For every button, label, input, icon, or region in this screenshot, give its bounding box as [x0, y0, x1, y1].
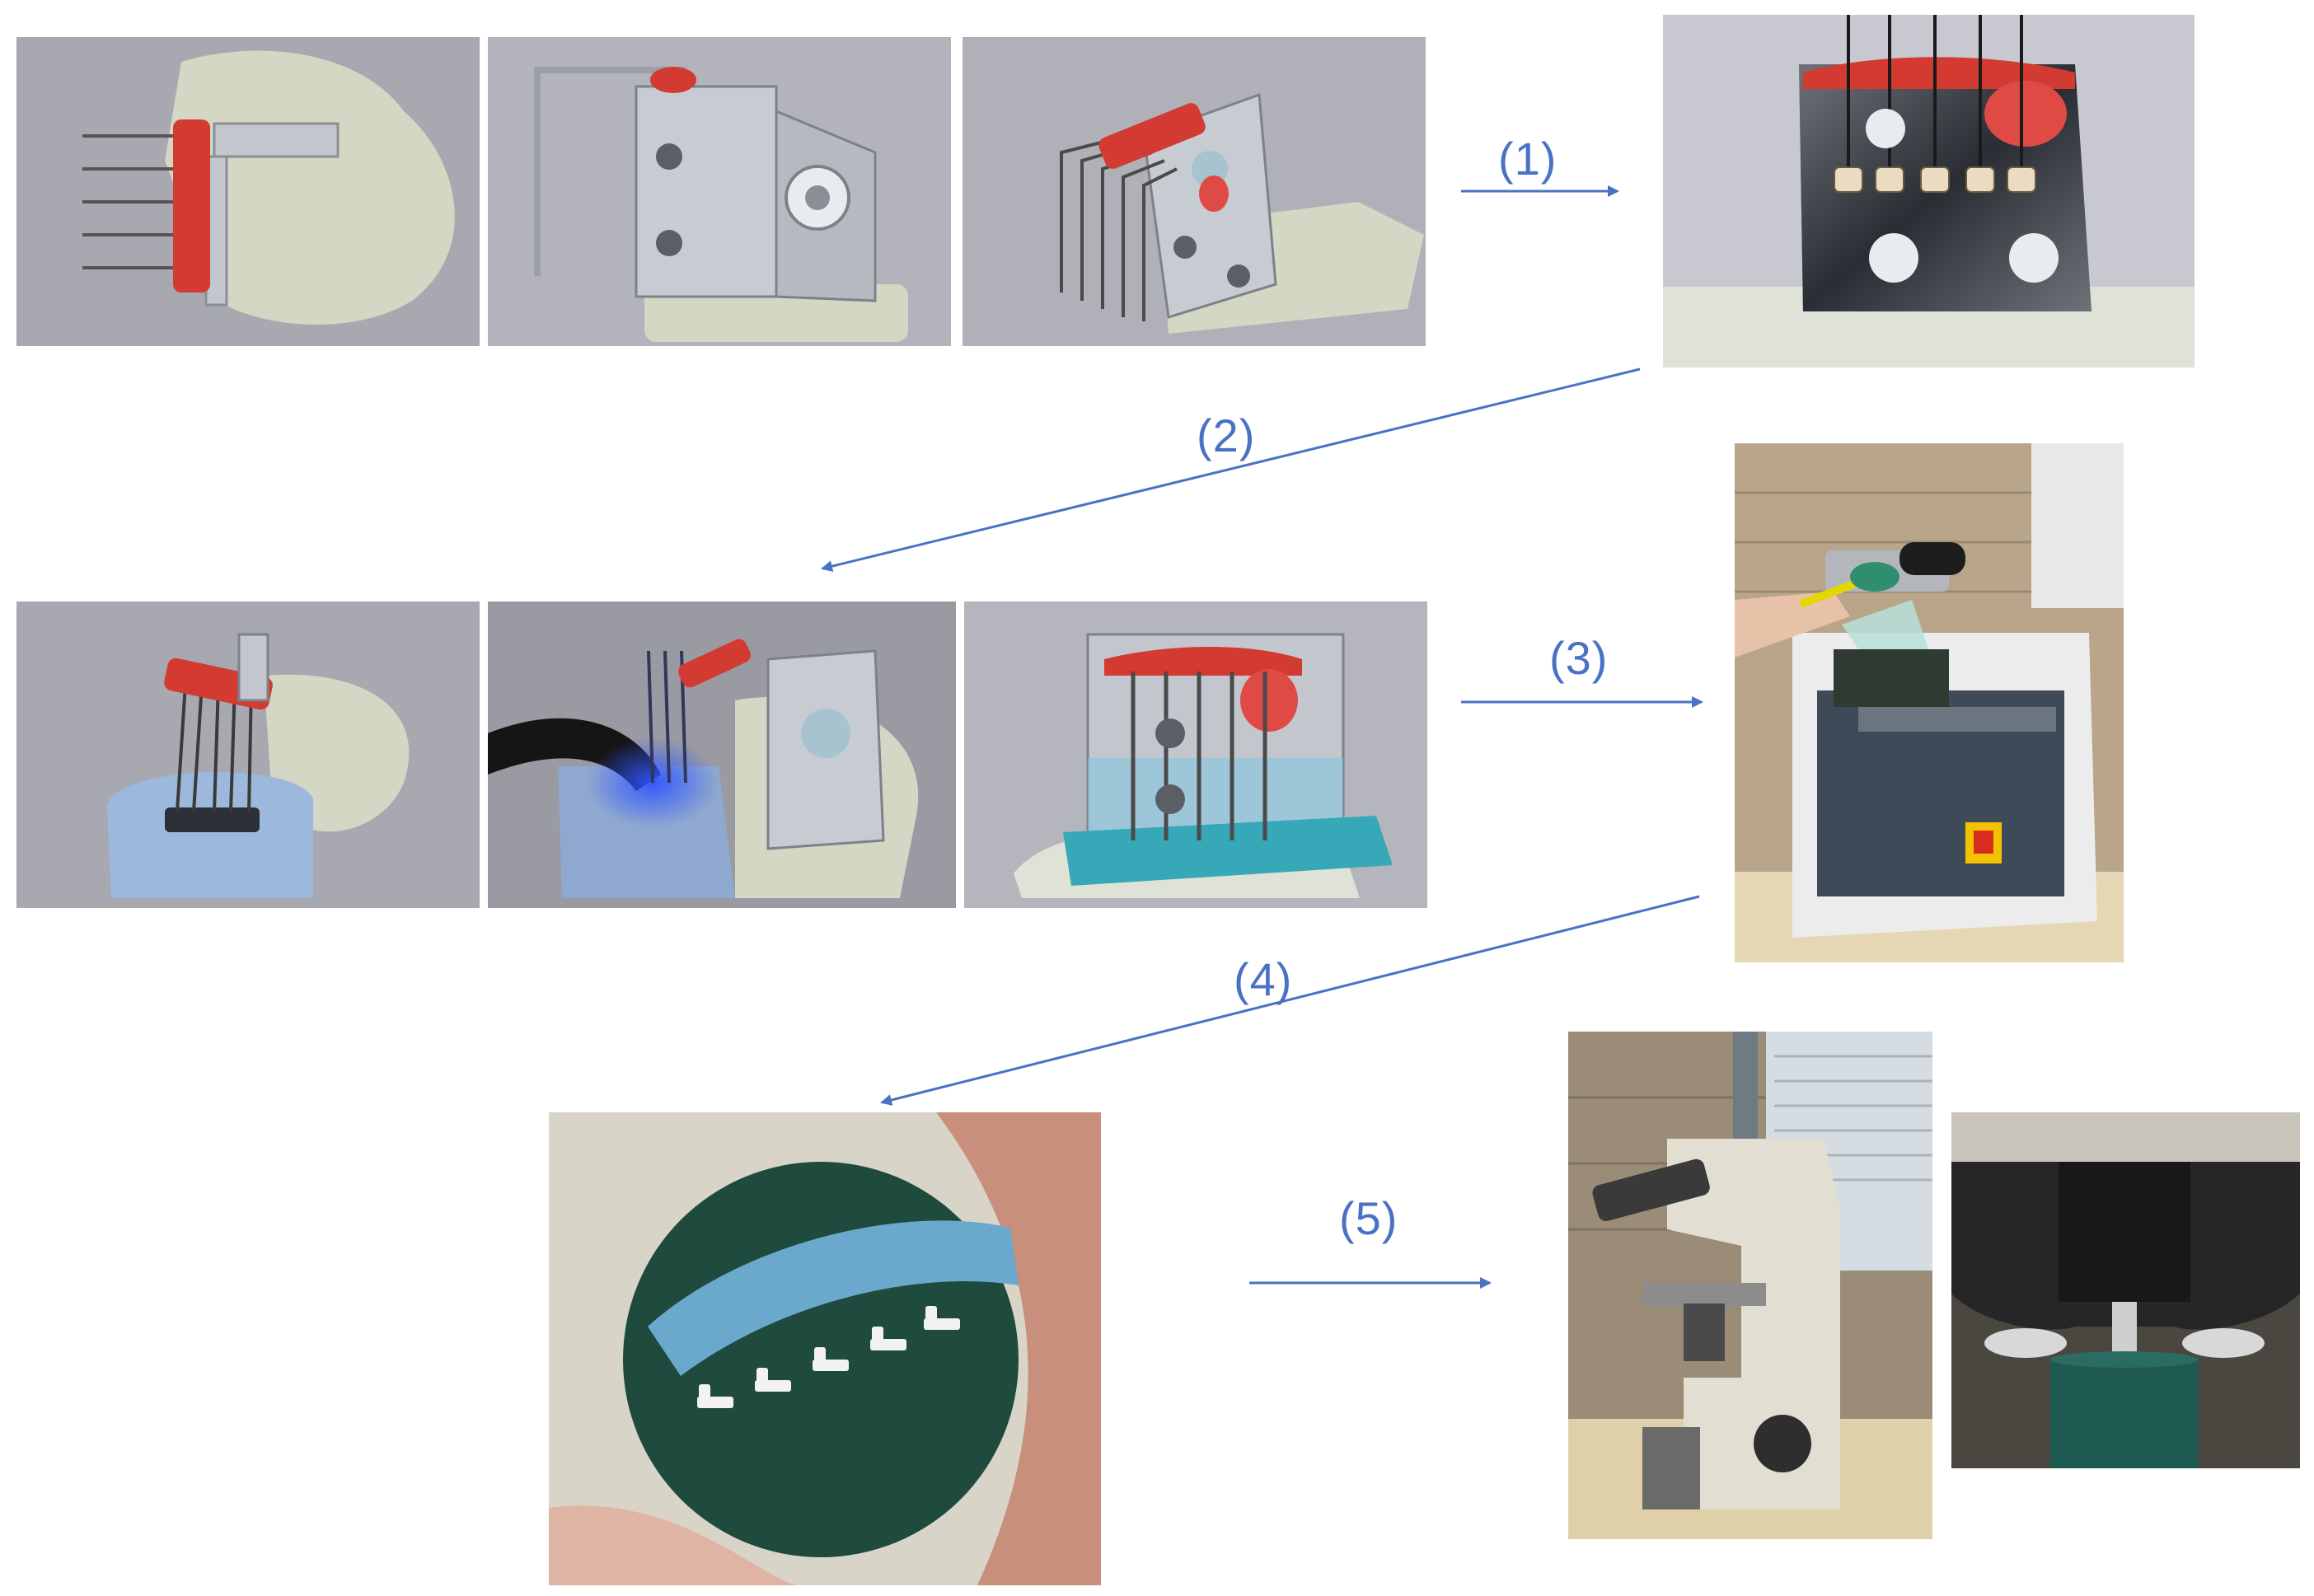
step-label-1: (1) — [1498, 133, 1558, 185]
photo-wire-tips-close-up — [1663, 15, 2195, 367]
photo-light-curing — [488, 601, 956, 908]
photo-steel-bracket-side — [488, 37, 951, 346]
photo-hardness-tester — [1568, 1032, 1932, 1539]
step-label-5: (5) — [1339, 1192, 1398, 1244]
photo-wire-jig-angled — [963, 37, 1426, 346]
photo-mounting-press — [1735, 443, 2124, 962]
photo-silicone-mould — [16, 601, 480, 908]
photo-cured-resin-block — [964, 601, 1427, 908]
photo-indenter-close-up — [1951, 1112, 2300, 1468]
arrow-step-2 — [821, 367, 1641, 572]
step-label-3: (3) — [1549, 632, 1609, 684]
step-label-4: (4) — [1234, 953, 1293, 1005]
photo-wires-on-putty-top — [16, 37, 480, 346]
step-label-2: (2) — [1197, 410, 1256, 461]
photo-embedded-specimen-disc — [549, 1112, 1101, 1585]
